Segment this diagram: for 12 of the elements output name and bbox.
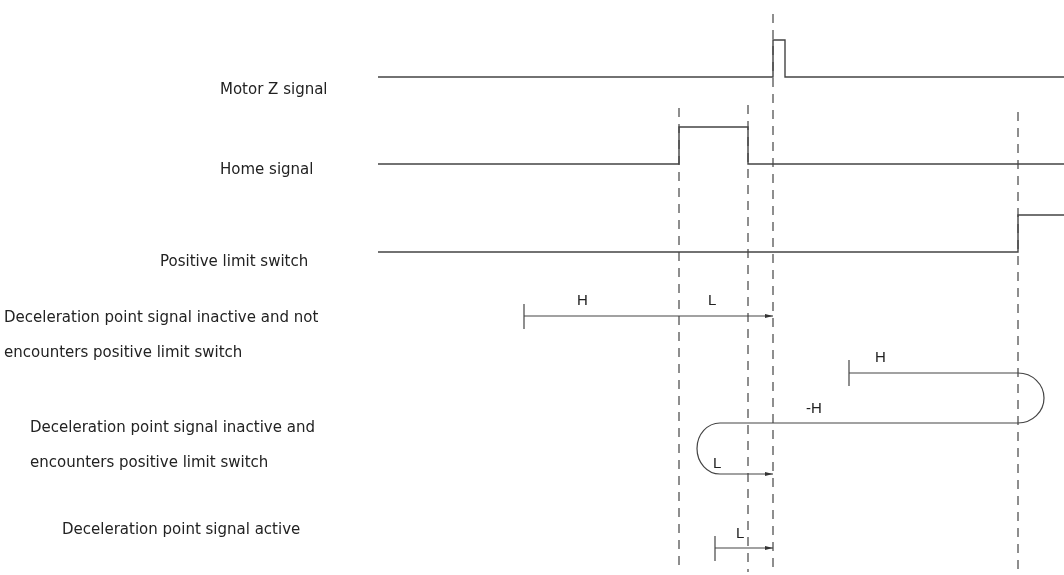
signal-label: Deceleration point signal active xyxy=(62,519,302,540)
signal-label: Home signal xyxy=(220,159,315,180)
speed-label: L xyxy=(713,453,722,473)
speed-label: -H xyxy=(806,398,822,418)
speed-label: L xyxy=(708,290,717,310)
signal-label: Positive limit switch xyxy=(160,251,310,272)
signal-label: Motor Z signal xyxy=(220,79,329,100)
speed-label: H xyxy=(577,290,588,310)
speed-label: H xyxy=(875,347,886,367)
signal-label: Deceleration point signal inactive and not encounters positive limit switch xyxy=(4,307,320,363)
speed-label: L xyxy=(736,523,745,543)
signal-label: Deceleration point signal inactive and encounters positive limit switch xyxy=(30,417,316,473)
